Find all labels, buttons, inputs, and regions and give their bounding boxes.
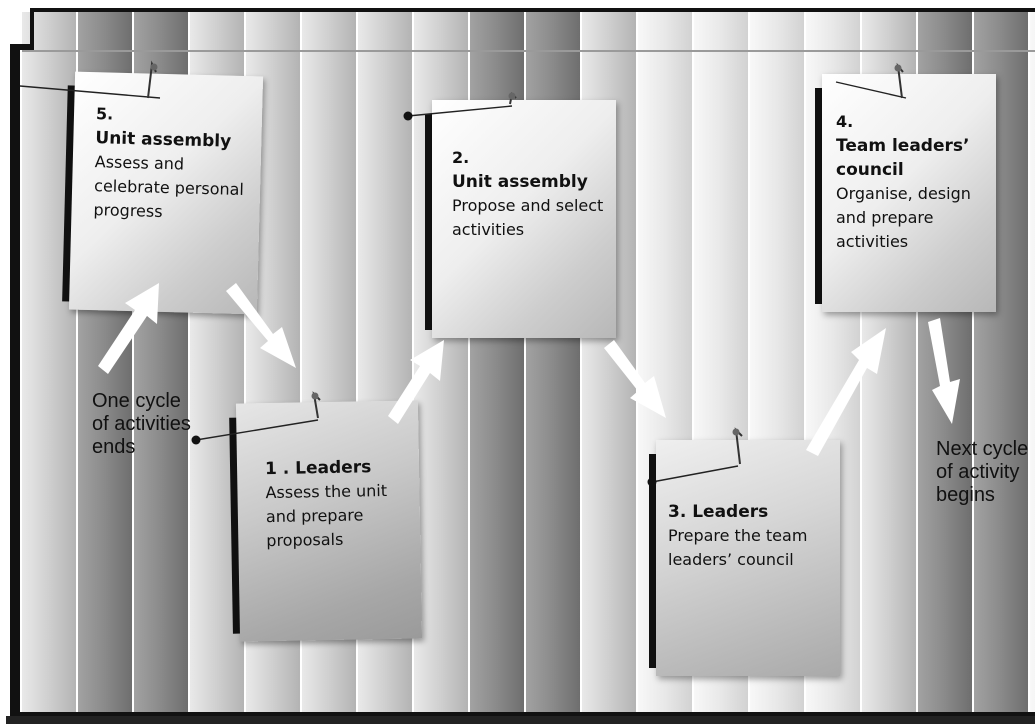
board-top-band <box>22 50 1035 52</box>
note-description: Prepare the team leaders’ council <box>668 526 808 569</box>
note-description: Organise, design and prepare activities <box>836 184 971 251</box>
board-stripe <box>1030 12 1035 712</box>
note-description: Assess and celebrate personal progress <box>93 152 245 221</box>
note-description: Assess the unit and prepare proposals <box>265 480 388 551</box>
note-description: Propose and select activities <box>452 196 604 239</box>
note-title: 1 . Leaders <box>264 457 372 480</box>
note-paper <box>432 100 616 338</box>
note-edge <box>425 114 434 330</box>
note-leaders-3: 3. Leaders Prepare the team leaders’ cou… <box>649 440 840 676</box>
note-title: Unit assembly <box>452 172 588 192</box>
note-title: 3. Leaders <box>668 502 769 522</box>
note-number: 4. <box>836 112 854 131</box>
note-paper <box>822 74 996 312</box>
note-edge <box>815 88 824 304</box>
cycle-begin-label: Next cycle of activity begins <box>936 438 1029 506</box>
note-unit-assembly-2: 2. Unit assembly Propose and select acti… <box>425 100 616 338</box>
note-number: 2. <box>452 148 470 167</box>
note-title: Team leaders’ council <box>836 136 970 180</box>
note-team-leaders-council-4: 4. Team leaders’ council Organise, desig… <box>815 74 996 312</box>
note-edge <box>649 454 658 668</box>
cycle-end-label: One cycle of activities ends <box>92 390 191 458</box>
note-leaders-1: 1 . Leaders Assess the unit and prepare … <box>229 400 423 642</box>
note-unit-assembly-5: 5. Unit assembly Assess and celebrate pe… <box>62 71 264 315</box>
